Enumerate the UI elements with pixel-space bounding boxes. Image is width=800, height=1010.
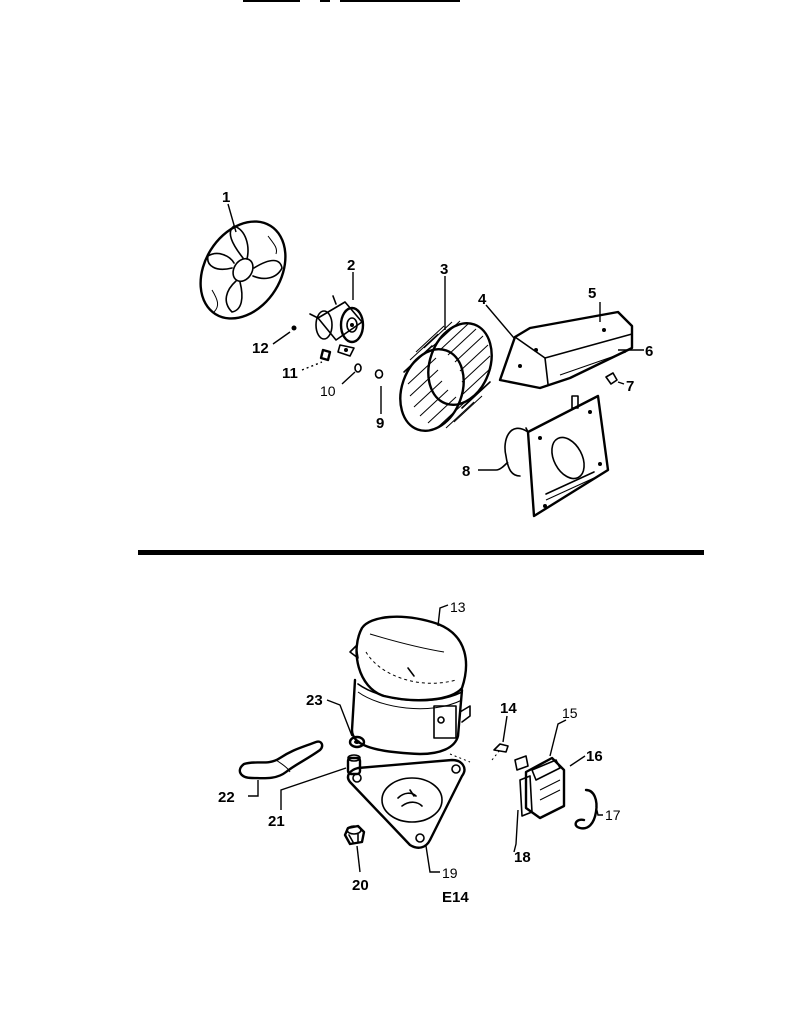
figure-code: E14 [442, 889, 469, 906]
callout-labels: 1 2 3 4 5 6 7 8 9 10 11 12 13 14 15 16 1… [218, 189, 653, 906]
fan-motor [309, 295, 365, 357]
label-part-20: 20 [352, 877, 369, 894]
label-part-11: 11 [282, 365, 298, 382]
label-part-14: 14 [500, 700, 517, 717]
clip-bracket [238, 740, 324, 780]
label-part-21: 21 [268, 813, 285, 830]
label-part-13: 13 [450, 599, 466, 615]
label-part-16: 16 [586, 748, 603, 765]
label-part-10: 10 [320, 383, 336, 399]
part-11-clip [319, 348, 332, 362]
part-18-gasket [514, 755, 529, 771]
overload-wire [574, 788, 598, 830]
label-part-15: 15 [562, 705, 578, 721]
label-part-9: 9 [376, 415, 384, 432]
base-plate [346, 758, 466, 849]
label-part-5: 5 [588, 285, 596, 302]
label-part-12: 12 [252, 340, 269, 357]
compressor [349, 615, 471, 756]
screw-7 [605, 372, 618, 385]
label-part-3: 3 [440, 261, 448, 278]
label-part-17: 17 [605, 807, 621, 823]
grommet [343, 824, 366, 846]
part-10-washer [354, 363, 362, 373]
label-part-7: 7 [626, 378, 634, 395]
section-divider [138, 550, 704, 555]
relay-cover [524, 756, 566, 820]
blower-wheel [399, 320, 493, 432]
part-9-nut [374, 369, 384, 379]
label-part-4: 4 [478, 291, 487, 308]
label-part-6: 6 [645, 343, 653, 360]
part-12-screw [291, 325, 297, 331]
label-part-1: 1 [222, 189, 230, 206]
label-part-22: 22 [218, 789, 235, 806]
part-14-clip [493, 743, 509, 753]
sleeve [346, 754, 362, 776]
label-part-19: 19 [442, 865, 458, 881]
housing-bracket [498, 310, 634, 390]
label-part-23: 23 [306, 692, 323, 709]
label-part-8: 8 [462, 463, 470, 480]
scroll-housing [504, 394, 610, 518]
leader-lines-lower [248, 604, 603, 873]
mounting-grommet [348, 735, 366, 749]
leader-lines-upper [227, 203, 644, 471]
label-part-2: 2 [347, 257, 355, 274]
relay-body [519, 775, 533, 817]
fan-blade [199, 220, 287, 320]
label-part-18: 18 [514, 849, 531, 866]
